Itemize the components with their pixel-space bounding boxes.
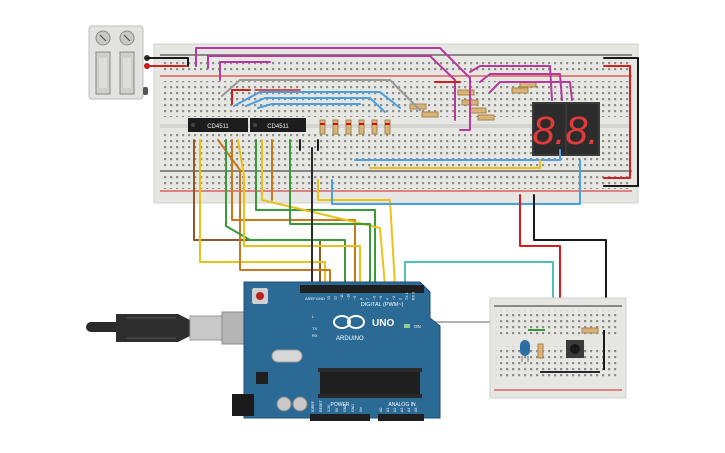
gnd-label: GND [316,296,325,301]
power-pin-label: GND [351,404,355,412]
on-label: ON [414,324,421,329]
analog-pin-label: A1 [386,408,390,412]
digit-left: 8. [532,109,565,153]
power-pin-label: Vin [359,407,363,412]
pushbutton[interactable] [566,340,584,358]
digital-pin-label: ~6 [373,296,377,300]
analog-pin-label: A4 [407,408,411,412]
digital-pin-label: 7 [366,298,370,300]
arduino-wires [193,139,607,323]
power-supply[interactable] [88,25,150,100]
ic-cd4511-right[interactable]: CD4511 [250,118,306,132]
usb-cable [86,311,247,345]
power-pin-label: 3.3V [327,404,331,412]
digital-pin-label: ~10 [347,294,351,300]
ic-right-label: CD4511 [267,124,289,130]
power-pin-label: IOREF [311,400,315,412]
digital-pin-label: 13 [327,296,331,300]
digital-pin-label: ~9 [353,296,357,300]
digit-right: 8. [565,109,598,153]
power-pin-label: RESET [319,399,323,412]
analog-pin-label: A2 [393,408,397,412]
analog-pin-label: A5 [414,408,418,412]
power-label: POWER [331,402,350,408]
digital-header-label: DIGITAL (PWM~) [361,302,404,308]
digital-pin-label: 2 [399,298,403,300]
digital-pin-label: ~3 [392,296,396,300]
power-pin-label: 5V [335,407,339,412]
digital-pin-label: RX 0 [412,292,416,300]
digital-pin-label: 8 [360,298,364,300]
ic-cd4511-left[interactable]: CD4511 [188,118,248,132]
tx-label: TX [312,326,317,331]
l-label: L [312,314,315,319]
arduino-uno[interactable]: DIGITAL (PWM~) AREF GND ARDUINO UNO TX R… [232,281,441,421]
small-breadboard[interactable] [489,297,627,399]
arduino-logo: ARDUINO UNO [333,315,394,342]
model-label: UNO [372,318,394,329]
power-pin-label: GND [343,404,347,412]
ic-left-label: CD4511 [207,124,229,130]
led-blue[interactable] [520,340,530,362]
rx-label: RX [312,333,318,338]
digital-pin-label: ~11 [340,294,344,300]
analog-label: ANALOG IN [388,402,416,408]
seven-segment-display[interactable]: 8. 8. [532,102,600,156]
digital-pin-label: TX 1 [405,292,409,300]
brand-label: ARDUINO [336,336,364,342]
breadboard-wires [145,47,639,187]
digital-pin-label: 4 [386,298,390,300]
aref-label: AREF [305,296,316,301]
analog-pin-label: A3 [400,408,404,412]
digital-pin-label: ~5 [379,296,383,300]
digital-pin-label: 12 [334,296,338,300]
analog-pin-label: A0 [379,408,383,412]
